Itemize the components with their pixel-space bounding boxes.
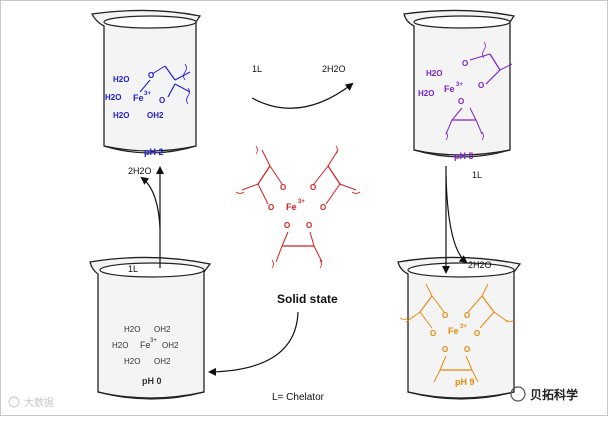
h2o-label: H2O <box>113 111 129 120</box>
o-label: O <box>442 311 448 320</box>
o-label: O <box>159 96 165 105</box>
o-label: O <box>464 345 470 354</box>
complex-ph5: H2O H2O Fe 3+ O O O <box>418 41 513 141</box>
beaker-ph9 <box>397 256 522 400</box>
o-label: O <box>478 81 484 90</box>
o-label: O <box>284 221 290 230</box>
charge-label: 3+ <box>144 91 151 97</box>
fe-label: Fe <box>140 340 151 350</box>
beaker-ph0 <box>89 256 212 400</box>
o-label: O <box>464 311 470 320</box>
arrow-top: 1L 2H2O <box>251 64 354 109</box>
charge-label: 3+ <box>460 324 467 330</box>
complex-ph0: H2O OH2 H2O Fe 3+ OH2 H2O OH2 <box>112 325 179 366</box>
svg-text:贝拓科学: 贝拓科学 <box>530 387 578 402</box>
arrow-left-out: 2H2O <box>128 166 152 176</box>
arrow-top-in: 1L <box>252 64 262 74</box>
o-label: O <box>474 329 480 338</box>
oh2-label: OH2 <box>162 341 179 350</box>
oh2-label: OH2 <box>147 111 164 120</box>
fe-label: Fe <box>286 202 297 212</box>
solid-state-label: Solid state <box>277 292 338 306</box>
o-label: O <box>430 329 436 338</box>
beaker-ph9-label: pH 9 <box>455 377 475 387</box>
o-label: O <box>306 221 312 230</box>
charge-label: 3+ <box>298 199 305 205</box>
beaker-ph2 <box>91 9 202 154</box>
o-label: O <box>280 183 286 192</box>
fe-label: Fe <box>133 93 144 103</box>
o-label: O <box>442 345 448 354</box>
fe-label: Fe <box>444 84 455 94</box>
complex-ph2: H2O H2O H2O OH2 Fe 3+ O O <box>105 63 191 120</box>
oh2-label: OH2 <box>154 357 171 366</box>
watermark-left: 大数据 <box>8 396 54 409</box>
beaker-ph0-label: pH 0 <box>142 376 162 386</box>
o-label: O <box>310 183 316 192</box>
o-label: O <box>320 203 326 212</box>
beaker-ph5 <box>403 9 516 158</box>
fe-label: Fe <box>448 326 459 336</box>
arrow-bottom <box>208 311 299 376</box>
arrow-right: 1L 2H2O <box>442 166 492 274</box>
h2o-label: H2O <box>124 357 140 366</box>
complex-solid-state: Fe 3+ O O O O O O <box>235 145 361 269</box>
beaker-ph5-label: pH 5 <box>454 151 474 161</box>
watermark-right: 贝拓科学 <box>510 386 578 402</box>
h2o-label: H2O <box>426 69 442 78</box>
chelator-legend: L= Chelator <box>272 392 325 403</box>
h2o-label: H2O <box>105 93 121 102</box>
h2o-label: H2O <box>112 341 128 350</box>
o-label: O <box>462 59 468 68</box>
complex-ph9: Fe 3+ O O O O O O <box>399 283 515 383</box>
charge-label: 3+ <box>150 338 157 344</box>
beaker-ph2-label: pH 2 <box>144 147 164 157</box>
svg-text:大数据: 大数据 <box>24 396 54 409</box>
h2o-label: H2O <box>418 89 434 98</box>
o-label: O <box>268 203 274 212</box>
oh2-label: OH2 <box>154 325 171 334</box>
o-label: O <box>458 97 464 106</box>
h2o-label: H2O <box>124 325 140 334</box>
arrow-left: 2H2O 1L <box>128 166 164 274</box>
arrow-top-out: 2H2O <box>322 64 346 74</box>
arrow-right-out: 2H2O <box>468 260 492 270</box>
o-label: O <box>148 71 154 80</box>
arrow-right-in: 1L <box>472 170 482 180</box>
arrow-left-in: 1L <box>128 264 138 274</box>
charge-label: 3+ <box>456 82 463 88</box>
h2o-label: H2O <box>113 75 129 84</box>
